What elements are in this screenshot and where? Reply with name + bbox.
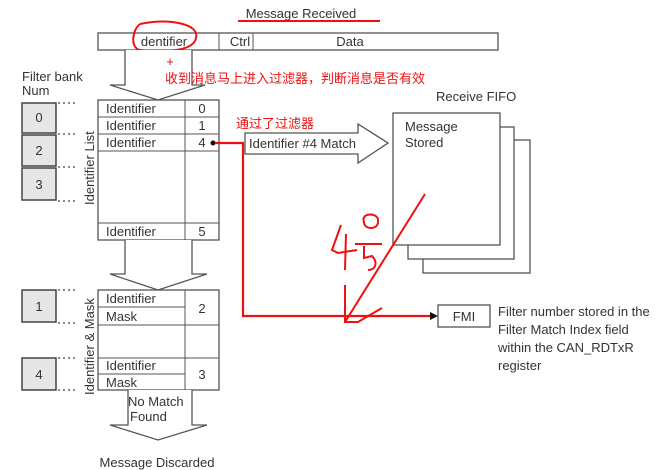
identifier-list-table: Identifier 0 Identifier 1 Identifier 4 Iden… [97, 99, 220, 241]
svg-text:2: 2 [198, 301, 205, 316]
svg-text:Message: Message [405, 119, 458, 134]
svg-text:3: 3 [198, 367, 205, 382]
match-arrow-label: Identifier #4 Match [249, 136, 356, 151]
svg-text:FMI: FMI [453, 309, 475, 324]
svg-text:1: 1 [35, 299, 42, 314]
fmi-description: Filter number stored in the Filter Match… [497, 304, 650, 373]
svg-text:Identifier: Identifier [106, 118, 157, 133]
no-match-arrow [109, 390, 208, 441]
svg-text:1: 1 [198, 118, 205, 133]
svg-text:Identifier: Identifier [106, 224, 157, 239]
svg-text:Filter number stored in the: Filter number stored in the [498, 304, 650, 319]
message-frame: dentifier Ctrl Data [97, 32, 499, 51]
field-ctrl: Ctrl [230, 34, 250, 49]
svg-text:Mask: Mask [106, 375, 138, 390]
field-identifier: dentifier [141, 34, 188, 49]
bank-0: 0 [21, 102, 57, 134]
svg-text:Identifier: Identifier [106, 358, 157, 373]
bank-4: 4 [21, 357, 57, 391]
filter-bank-num-label: Num [22, 83, 49, 98]
svg-text:Identifier: Identifier [106, 101, 157, 116]
no-match-found-label: Found [130, 409, 167, 424]
svg-text:5: 5 [198, 224, 205, 239]
fmi-box: FMI [437, 304, 491, 328]
svg-text:3: 3 [35, 177, 42, 192]
message-discarded-label: Message Discarded [100, 455, 215, 470]
svg-text:Filter Match Index field: Filter Match Index field [498, 322, 629, 337]
svg-text:Mask: Mask [106, 309, 138, 324]
bank-2: 2 [21, 134, 57, 167]
svg-text:within the CAN_RDTxR: within the CAN_RDTxR [497, 340, 634, 355]
receive-fifo-stack: Message Stored [392, 112, 531, 274]
bank-1: 1 [21, 289, 57, 323]
title: Message Received [246, 6, 357, 21]
svg-text:4: 4 [35, 367, 42, 382]
svg-text:0: 0 [35, 110, 42, 125]
identifier-mask-label: Identifier & Mask [82, 298, 97, 395]
svg-text:Identifier: Identifier [106, 135, 157, 150]
svg-text:Identifier: Identifier [106, 291, 157, 306]
match-arrow [244, 122, 390, 165]
enter-filter-note: 收到消息马上进入过滤器，判断消息是否有效 [165, 71, 425, 86]
svg-text:register: register [498, 358, 542, 373]
identifier-list-label: Identifier List [82, 131, 97, 205]
handwritten-scribble [330, 193, 426, 323]
svg-text:2: 2 [35, 143, 42, 158]
no-match-label: No Match [128, 394, 184, 409]
svg-text:0: 0 [198, 101, 205, 116]
bank-3: 3 [21, 167, 57, 201]
identifier-highlight-circle [132, 20, 198, 53]
svg-text:4: 4 [198, 135, 205, 150]
svg-text:Stored: Stored [405, 135, 443, 150]
receive-fifo-label: Receive FIFO [436, 89, 516, 104]
passed-filter-note: 通过了过滤器 [236, 116, 314, 131]
filter-bank-label: Filter bank [22, 69, 83, 84]
plus-mark: + [166, 54, 174, 69]
fmi-arrowhead [430, 312, 438, 320]
field-data: Data [336, 34, 364, 49]
match-to-fmi-line [215, 141, 430, 318]
arrow-to-mask-list [109, 240, 208, 291]
